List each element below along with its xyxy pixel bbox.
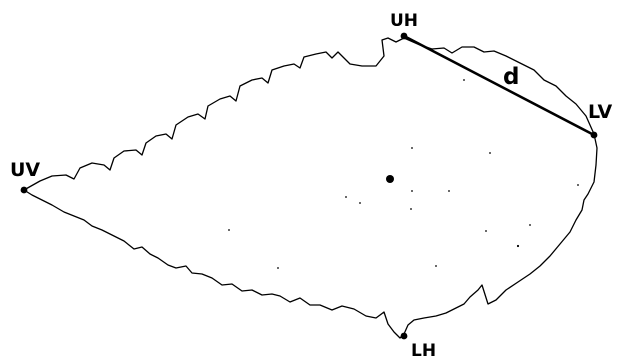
label-lh: LH [411, 341, 436, 359]
label-uh: UH [390, 11, 418, 31]
center-dot [386, 175, 394, 183]
leaf-outline [23, 37, 598, 339]
point-uv [20, 186, 28, 194]
speck [516, 244, 520, 248]
speck [435, 265, 437, 267]
label-d: d [503, 64, 519, 90]
speck [489, 152, 491, 154]
point-uh [400, 32, 408, 40]
label-lv: LV [588, 101, 612, 123]
speck [448, 190, 450, 192]
point-lh [400, 332, 408, 340]
speck [529, 224, 531, 226]
point-lv [590, 131, 598, 139]
speck [277, 267, 279, 269]
distance-line [402, 34, 596, 137]
speck [359, 202, 361, 204]
speck [345, 196, 347, 198]
speck-marks [228, 79, 579, 269]
speck [463, 79, 465, 81]
speck [577, 184, 579, 186]
speck [411, 147, 413, 149]
label-uv: UV [10, 159, 40, 181]
speck [411, 190, 413, 192]
speck [485, 230, 487, 232]
speck [228, 229, 230, 231]
speck [410, 208, 412, 210]
